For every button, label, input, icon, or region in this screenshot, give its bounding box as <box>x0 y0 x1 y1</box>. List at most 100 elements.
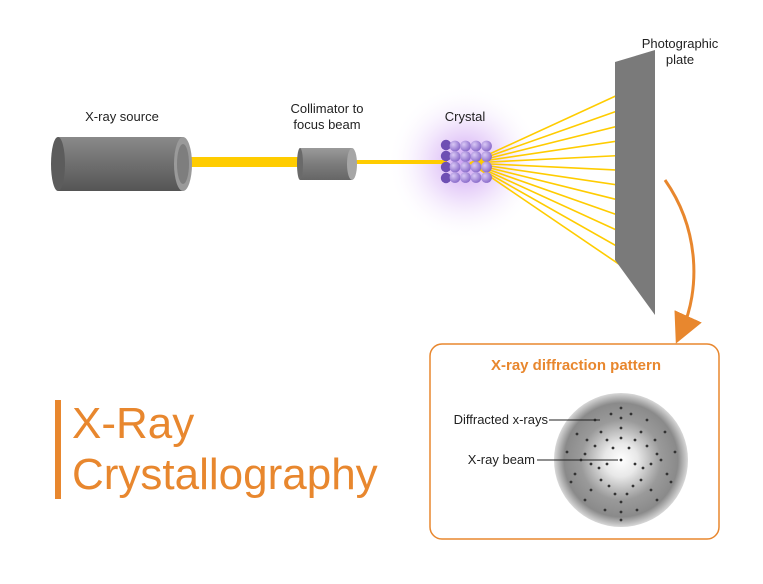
crystal-lattice <box>440 139 492 184</box>
curved-arrow <box>663 179 702 344</box>
diffraction-spot <box>629 412 633 416</box>
diffracted-ray <box>469 162 641 172</box>
crystal-atom <box>449 140 461 152</box>
diffraction-spot <box>611 446 615 450</box>
diffraction-spot <box>627 446 631 450</box>
crystal-atom <box>460 161 471 173</box>
title-accent-bar <box>55 400 61 499</box>
label-collimator-1: Collimator to <box>291 101 364 116</box>
diffraction-spot <box>625 492 629 496</box>
pattern-spots <box>565 406 677 522</box>
crystal-atom <box>481 151 492 162</box>
diffraction-spot <box>603 508 607 512</box>
label-diffracted: Diffracted x-rays <box>454 412 549 427</box>
collimated-beam <box>355 160 447 164</box>
collimator <box>297 148 357 180</box>
crystal-atom <box>470 151 482 162</box>
diffraction-spot <box>673 450 677 454</box>
title-line-2: Crystallography <box>72 450 378 499</box>
diffracted-ray <box>469 137 640 164</box>
diffraction-spot <box>645 418 649 422</box>
diffraction-spot <box>631 484 635 488</box>
label-beam: X-ray beam <box>468 452 535 467</box>
diffraction-spot <box>655 498 659 502</box>
diffraction-spot <box>605 438 609 442</box>
crystal-atom <box>481 140 492 152</box>
diffraction-spot <box>653 438 657 442</box>
pattern-panel: X-ray diffraction pattern Diffracted x-r… <box>429 343 720 540</box>
crystal-atom <box>470 172 482 183</box>
diffraction-spot <box>619 406 623 410</box>
diffracted-ray <box>469 120 638 164</box>
diffraction-spot <box>669 480 673 484</box>
diffraction-spot <box>597 466 601 470</box>
crystal-atom <box>460 151 471 162</box>
label-xray-source: X-ray source <box>85 109 159 124</box>
diffraction-spot <box>575 432 579 436</box>
crystal-atom <box>449 161 461 173</box>
pattern-title: X-ray diffraction pattern <box>491 357 661 374</box>
xray-source <box>51 137 192 191</box>
diffraction-spot <box>613 492 617 496</box>
crystal-atom <box>460 172 471 183</box>
title-line-1: X-Ray <box>72 399 195 448</box>
diffracted-ray <box>469 162 634 239</box>
crystal-atom <box>440 150 452 162</box>
crystal-atom <box>470 140 482 152</box>
diffraction-spot <box>619 518 623 522</box>
diffraction-spot <box>619 510 623 514</box>
diffraction-spot <box>619 426 623 430</box>
diffraction-spot <box>635 508 639 512</box>
diffraction-spot <box>599 478 603 482</box>
diffraction-spot <box>633 438 637 442</box>
page-title: X-Ray Crystallography <box>72 398 378 500</box>
diffraction-spot <box>593 444 597 448</box>
diffraction-spot <box>609 412 613 416</box>
photographic-plate <box>615 50 655 315</box>
diffraction-spot <box>569 480 573 484</box>
diffraction-spot <box>639 478 643 482</box>
diffraction-spot <box>665 472 669 476</box>
diffraction-spot <box>565 450 569 454</box>
diffraction-spot <box>633 462 637 466</box>
diffracted-ray <box>469 162 630 272</box>
crystal-atom <box>440 139 452 151</box>
crystal-atom <box>460 140 471 152</box>
diffraction-spot <box>659 458 663 462</box>
diffraction-spot <box>573 472 577 476</box>
crystal-atom <box>449 151 461 162</box>
label-collimator-2: focus beam <box>293 117 360 132</box>
diffracted-ray <box>469 153 641 164</box>
diffraction-spot <box>619 458 623 462</box>
source-beam <box>186 157 302 167</box>
diffraction-spot <box>589 462 593 466</box>
diffracted-ray <box>469 162 638 189</box>
diffraction-spot <box>585 438 589 442</box>
diffraction-spot <box>583 452 587 456</box>
diffraction-spot <box>583 498 587 502</box>
crystal-atom <box>481 161 492 173</box>
diffraction-spot <box>599 430 603 434</box>
diffraction-spot <box>607 484 611 488</box>
crystal-atom <box>449 172 461 183</box>
diffraction-spot <box>589 488 593 492</box>
diffraction-spot <box>649 462 653 466</box>
crystal-atom <box>481 172 492 183</box>
diffraction-spot <box>645 444 649 448</box>
diffracted-ray <box>469 162 636 222</box>
diffraction-spot <box>619 416 623 420</box>
label-plate-1: Photographic <box>642 36 719 51</box>
diffraction-spot <box>641 466 645 470</box>
label-plate-2: plate <box>666 52 694 67</box>
diffracted-ray <box>469 87 634 164</box>
crystal-atom <box>470 161 482 173</box>
crystal-atom <box>440 161 452 173</box>
diffraction-spot <box>663 430 667 434</box>
diffraction-spot <box>655 452 659 456</box>
diffraction-spot <box>605 462 609 466</box>
diffraction-spot <box>619 500 623 504</box>
crystal-atom <box>440 172 452 184</box>
diffraction-spot <box>639 430 643 434</box>
